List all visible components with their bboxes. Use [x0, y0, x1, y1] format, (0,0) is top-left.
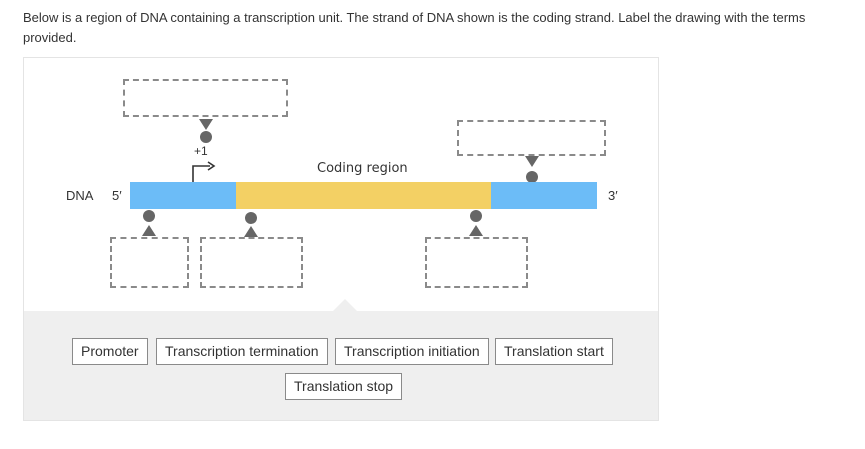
transcription-start-arrow-icon — [192, 161, 216, 183]
term-chip-transcription-initiation[interactable]: Transcription initiation — [335, 338, 489, 365]
labeling-widget: +1 Coding region DNA 5′ 3′ Promoter Tran… — [23, 57, 659, 421]
coding-region-label: Coding region — [317, 161, 408, 176]
dna-5prime-flank — [130, 182, 236, 209]
drop-target-bottom-3[interactable] — [425, 237, 528, 288]
term-chip-promoter[interactable]: Promoter — [72, 338, 148, 365]
pointer-dot — [470, 210, 482, 222]
drop-target-top-right[interactable] — [457, 120, 606, 156]
term-chip-translation-stop[interactable]: Translation stop — [285, 373, 403, 400]
pointer-arrow-down — [199, 119, 213, 130]
pointer-arrow-up — [469, 225, 483, 236]
drop-target-top-left[interactable] — [123, 79, 288, 117]
pointer-arrow-down — [525, 156, 539, 167]
pointer-dot — [526, 171, 538, 183]
term-bank: Promoter Transcription termination Trans… — [24, 311, 658, 420]
plus-one-label: +1 — [194, 144, 208, 158]
pointer-arrow-up — [142, 225, 156, 236]
dna-coding-region — [236, 182, 491, 209]
pointer-dot — [200, 131, 212, 143]
pointer-dot — [245, 212, 257, 224]
drop-target-bottom-2[interactable] — [200, 237, 303, 288]
term-chip-translation-start[interactable]: Translation start — [495, 338, 613, 365]
drop-target-bottom-1[interactable] — [110, 237, 189, 288]
pointer-arrow-up — [244, 226, 258, 237]
dna-3prime-flank — [491, 182, 597, 209]
bank-pointer — [333, 299, 357, 311]
three-prime-label: 3′ — [608, 188, 618, 203]
instructions-text: Below is a region of DNA containing a tr… — [23, 10, 806, 45]
five-prime-label: 5′ — [112, 188, 122, 203]
term-chip-transcription-termination[interactable]: Transcription termination — [156, 338, 328, 365]
pointer-dot — [143, 210, 155, 222]
dna-label: DNA — [66, 188, 94, 203]
